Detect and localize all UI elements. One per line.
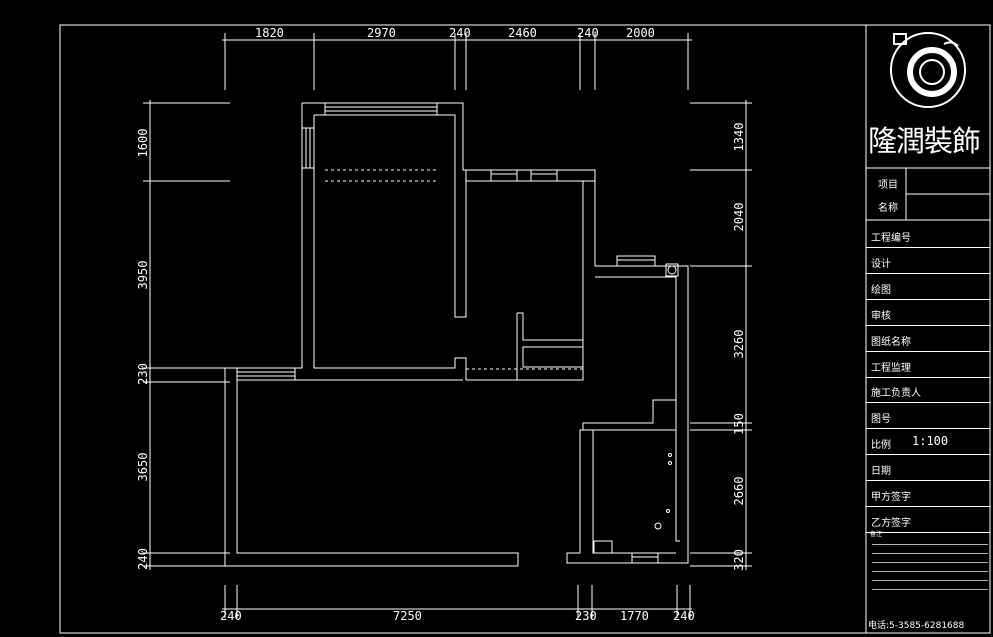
title-block-row: 审核 bbox=[866, 301, 990, 326]
title-block-row: 日期 bbox=[866, 456, 990, 482]
notes-text-block bbox=[872, 540, 988, 591]
dim-left-1: 1600 bbox=[136, 129, 150, 158]
title-block-row-label: 审核 bbox=[871, 310, 891, 322]
title-block-row-label: 日期 bbox=[871, 466, 891, 478]
dim-right-3: 3260 bbox=[732, 330, 746, 359]
title-block-row: 图号 bbox=[866, 404, 990, 430]
dim-left-4: 3650 bbox=[136, 453, 150, 482]
title-block-row-label: 施工负责人 bbox=[871, 388, 921, 400]
contact-phone: 电话:5-3585-6281688 bbox=[868, 621, 965, 631]
right-dimension-line bbox=[690, 100, 752, 570]
walls bbox=[224, 102, 689, 567]
dim-top-3: 240 bbox=[449, 26, 471, 40]
drawing-border bbox=[59, 24, 991, 634]
dim-right-4: 150 bbox=[732, 413, 746, 435]
dim-top-4: 2460 bbox=[508, 26, 537, 40]
title-block-row: 绘图 bbox=[866, 275, 990, 300]
windows bbox=[236, 102, 659, 564]
title-block-row: 图纸名称 bbox=[866, 327, 990, 352]
fixture-circle-icon bbox=[654, 522, 662, 530]
title-block-row-label: 工程编号 bbox=[871, 233, 911, 244]
dim-right-2: 2040 bbox=[732, 203, 746, 232]
top-dimension-line bbox=[222, 33, 692, 90]
dim-left-3: 230 bbox=[136, 363, 150, 385]
project-label-line1: 项目 bbox=[878, 180, 898, 191]
title-block-row-value: 1:100 bbox=[912, 434, 949, 449]
title-block-row-label: 图纸名称 bbox=[871, 336, 911, 348]
project-label-line2: 名称 bbox=[878, 203, 898, 214]
door-openings bbox=[325, 169, 583, 370]
bottom-dimension-line bbox=[222, 585, 692, 618]
title-block-row: 乙方签字 bbox=[866, 508, 990, 533]
title-block-row-label: 设计 bbox=[871, 258, 891, 270]
title-block-row: 工程监理 bbox=[866, 353, 990, 378]
title-block-grid bbox=[866, 167, 990, 221]
dim-bottom-5: 240 bbox=[673, 609, 695, 623]
dim-top-2: 2970 bbox=[367, 26, 396, 40]
notes-label: 备注 bbox=[870, 531, 883, 538]
title-block-row: 比例 1:100 bbox=[866, 430, 990, 456]
dim-bottom-3: 230 bbox=[575, 609, 597, 623]
dim-bottom-1: 240 bbox=[220, 609, 242, 623]
title-block-row: 施工负责人 bbox=[866, 378, 990, 404]
title-block-row-label: 图号 bbox=[871, 414, 891, 426]
dim-right-6: 320 bbox=[732, 549, 746, 571]
dim-left-2: 3950 bbox=[136, 261, 150, 290]
dim-left-5: 240 bbox=[136, 548, 150, 570]
left-dimension-line bbox=[143, 100, 230, 570]
dim-right-5: 2660 bbox=[732, 477, 746, 506]
dim-bottom-2: 7250 bbox=[393, 609, 422, 623]
dim-top-5: 240 bbox=[577, 26, 599, 40]
title-block-row: 工程编号 bbox=[866, 223, 990, 248]
title-block-row: 设计 bbox=[866, 249, 990, 274]
logo-seal-icon bbox=[890, 32, 966, 108]
title-block-row-label: 工程监理 bbox=[871, 362, 911, 374]
fixture-circle-icon bbox=[667, 265, 677, 275]
title-block-row-label: 绘图 bbox=[871, 284, 891, 296]
dim-bottom-4: 1770 bbox=[620, 609, 649, 623]
fixtures bbox=[654, 265, 677, 530]
title-block-row-label: 比例 bbox=[871, 440, 891, 452]
dim-right-1: 1340 bbox=[732, 123, 746, 152]
company-logo-text: 隆潤裝飾 bbox=[868, 124, 981, 158]
dim-top-6: 2000 bbox=[626, 26, 655, 40]
title-block-row-label: 乙方签字 bbox=[871, 517, 911, 529]
title-block-row-label: 甲方签字 bbox=[871, 492, 911, 503]
title-block-row: 甲方签字 bbox=[866, 482, 990, 507]
dim-top-1: 1820 bbox=[255, 26, 284, 40]
